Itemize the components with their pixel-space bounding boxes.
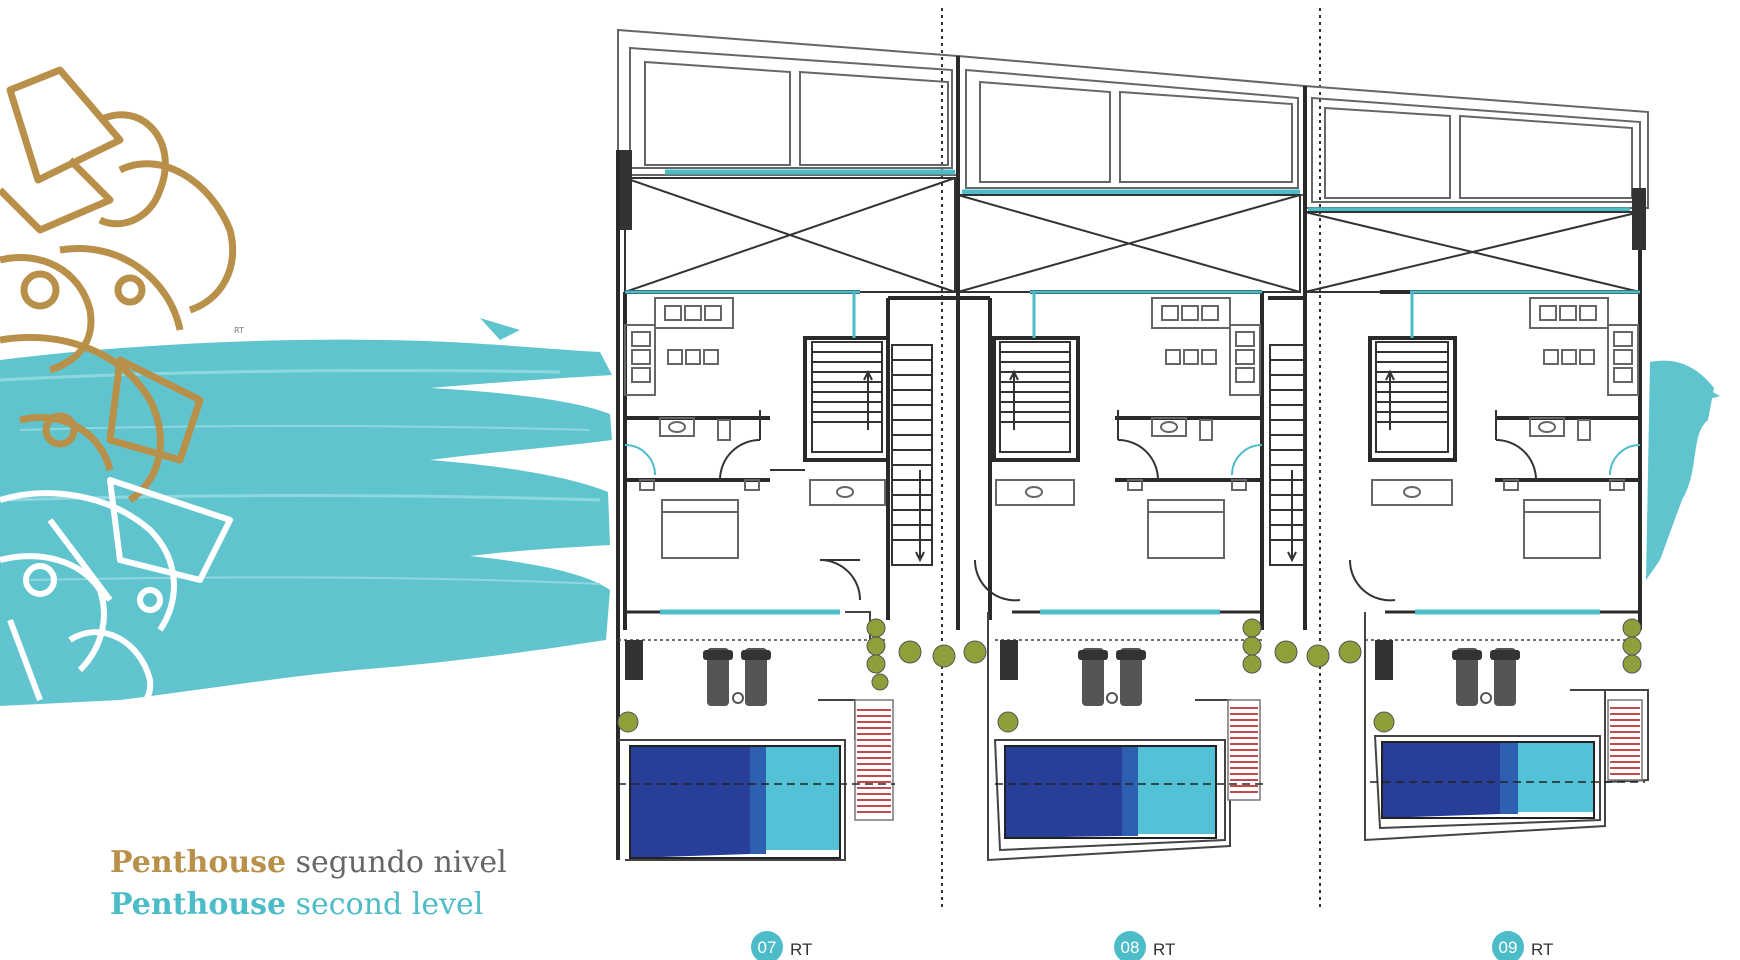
stair-icon [1269, 344, 1305, 566]
caption-english: Penthouse second level [110, 890, 483, 920]
brush-stroke-icon [0, 312, 1720, 706]
door-swing-icon [1348, 410, 1641, 602]
badge-circle-icon [1114, 931, 1146, 960]
deck-red-icon [1230, 707, 1258, 793]
deck-red-icon [1610, 707, 1640, 775]
stair-icon [891, 344, 933, 566]
door-swing-icon [973, 410, 1263, 602]
sink-icon [1371, 479, 1453, 506]
unit-suffix: RT [1531, 940, 1553, 959]
lounge-chair-icon [1078, 648, 1146, 706]
plant-icon [617, 618, 987, 733]
bed-icon [1503, 479, 1625, 559]
unit-badge-07: 07 RT [751, 931, 812, 960]
plant-icon [997, 618, 1362, 733]
toilet-icon [659, 417, 731, 441]
unit-badge-09: 09 RT [1492, 931, 1553, 960]
plant-icon [1373, 618, 1642, 733]
unit-09-plan [1268, 84, 1649, 842]
caption-spanish-bold: Penthouse [110, 845, 287, 880]
toilet-icon [1151, 417, 1213, 441]
bed-icon [1127, 479, 1247, 559]
sink-icon [995, 479, 1075, 506]
lounge-chair-icon [703, 648, 771, 706]
stair-icon [811, 341, 883, 453]
unit-number: 07 [758, 938, 777, 957]
decor-label: RT [234, 326, 244, 335]
unit-badge-08: 08 RT [1114, 931, 1175, 960]
lounge-chair-icon [1452, 648, 1520, 706]
caption-english-bold: Penthouse [110, 887, 287, 922]
unit-07-plan [616, 28, 992, 861]
badge-circle-icon [751, 931, 783, 960]
caption-english-rest: second level [286, 887, 484, 922]
deck-red-icon [857, 709, 891, 813]
unit-08-plan [956, 54, 1362, 862]
stair-icon [1375, 341, 1449, 453]
mandala-icon [0, 66, 237, 715]
sofa-icon [1529, 297, 1639, 396]
caption-spanish-rest: segundo nivel [286, 845, 507, 880]
badge-circle-icon [1492, 931, 1524, 960]
sofa-icon [624, 297, 734, 396]
bed-icon [639, 479, 760, 559]
caption-spanish: Penthouse segundo nivel [110, 848, 507, 878]
unit-suffix: RT [790, 940, 812, 959]
unit-suffix: RT [1153, 940, 1175, 959]
pool-icon [1004, 745, 1217, 839]
pool-icon [629, 745, 841, 859]
pool-icon [1381, 741, 1595, 819]
unit-divider-lines [941, 8, 1321, 910]
toilet-icon [1529, 417, 1591, 441]
unit-number: 08 [1121, 938, 1140, 957]
unit-number: 09 [1499, 938, 1518, 957]
sink-icon [809, 479, 886, 506]
door-swing-icon [624, 410, 861, 601]
sofa-icon [1151, 297, 1261, 396]
stair-icon [999, 341, 1071, 453]
